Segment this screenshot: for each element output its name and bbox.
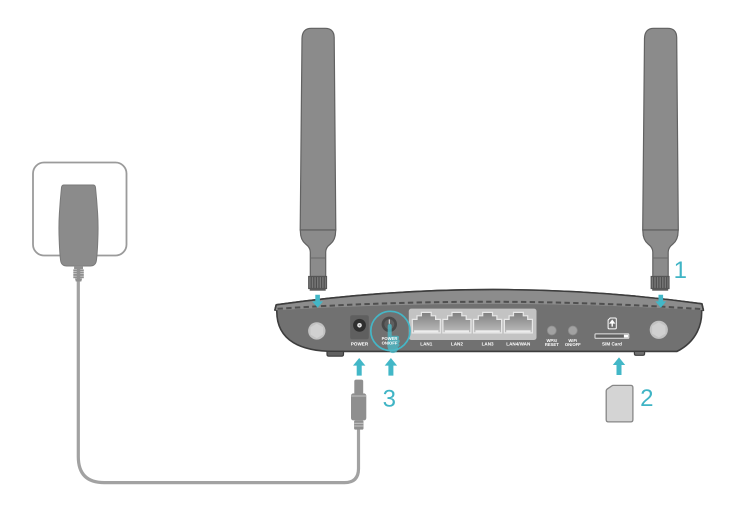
svg-text:WPS/: WPS/ — [546, 338, 558, 343]
svg-text:LAN4/WAN: LAN4/WAN — [506, 341, 531, 346]
svg-text:WiFi: WiFi — [568, 338, 577, 343]
svg-text:LAN1: LAN1 — [420, 341, 432, 346]
svg-text:LAN2: LAN2 — [451, 341, 463, 346]
svg-text:RESET: RESET — [545, 342, 559, 347]
svg-text:SIM Card: SIM Card — [602, 341, 622, 346]
svg-text:POWER: POWER — [382, 336, 398, 341]
svg-text:ON/OFF: ON/OFF — [565, 342, 581, 347]
svg-text:ON/OFF: ON/OFF — [382, 341, 398, 346]
svg-text:LAN3: LAN3 — [482, 341, 494, 346]
svg-text:1: 1 — [674, 257, 687, 284]
svg-text:POWER: POWER — [351, 341, 369, 346]
svg-text:2: 2 — [640, 385, 653, 412]
svg-text:3: 3 — [383, 386, 396, 413]
